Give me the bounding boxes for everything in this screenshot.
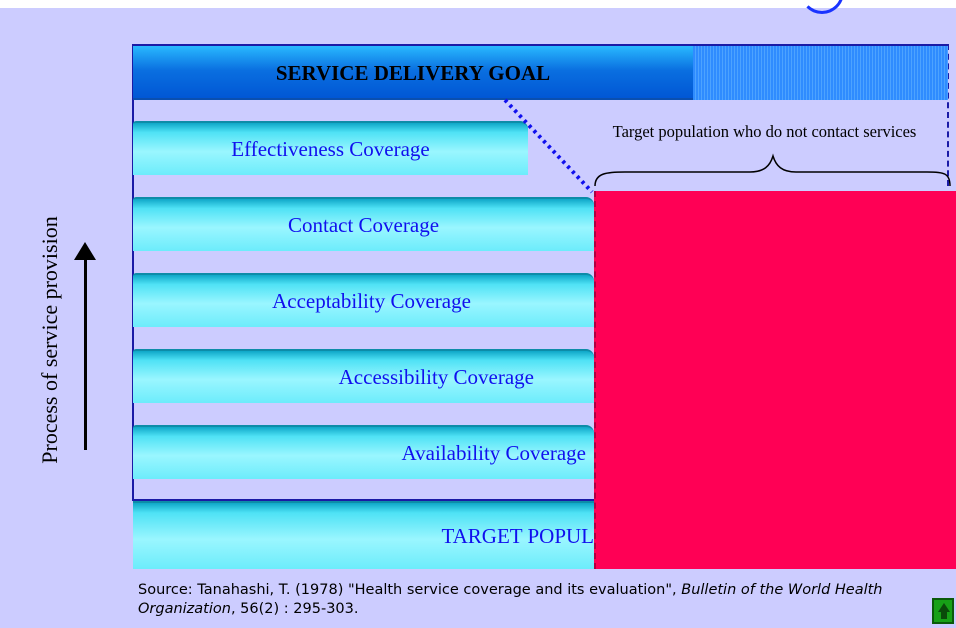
service-delivery-goal-label: SERVICE DELIVERY GOAL — [275, 60, 551, 85]
source-prefix: Source: Tanahashi, T. (1978) "Health ser… — [138, 582, 682, 598]
acceptability-coverage-label: Acceptability Coverage — [272, 288, 471, 313]
goal-bar-extension — [693, 46, 948, 100]
decorative-arc — [800, 0, 844, 14]
gap-note: Target population who do not contact ser… — [612, 122, 917, 141]
source-citation: Source: Tanahashi, T. (1978) "Health ser… — [138, 581, 898, 619]
up-arrow-icon — [74, 242, 96, 260]
coverage-boundary-line — [594, 191, 596, 569]
frame-bottom-line — [132, 499, 596, 501]
target-population-bar: TARGET POPUL — [133, 501, 596, 569]
effectiveness-coverage-label: Effectiveness Coverage — [231, 136, 430, 161]
acceptability-coverage-bar: Acceptability Coverage — [133, 273, 594, 327]
target-population-label: TARGET POPUL — [441, 523, 594, 548]
home-icon — [938, 603, 950, 612]
top-strip — [0, 0, 956, 8]
source-journal: Bulletin of the World Health Organizatio… — [138, 582, 883, 617]
y-axis: Process of service provision — [30, 190, 70, 490]
diagram-frame — [132, 44, 949, 501]
frame-right-dashed — [947, 44, 949, 186]
contact-coverage-bar: Contact Coverage — [133, 197, 594, 251]
contact-coverage-label: Contact Coverage — [287, 212, 440, 237]
home-button[interactable] — [932, 598, 954, 624]
accessibility-coverage-bar: Accessibility Coverage — [133, 349, 594, 403]
home-icon-base — [941, 612, 947, 619]
source-suffix: , 56(2) : 295-303. — [230, 601, 359, 617]
accessibility-coverage-label: Accessibility Coverage — [338, 364, 534, 389]
availability-coverage-label: Availability Coverage — [401, 440, 586, 465]
y-axis-label: Process of service provision — [37, 216, 62, 464]
availability-coverage-bar: Availability Coverage — [133, 425, 594, 479]
effectiveness-coverage-bar: Effectiveness Coverage — [133, 121, 528, 175]
uncovered-population-block — [594, 191, 956, 569]
up-arrow-shaft — [84, 258, 87, 450]
